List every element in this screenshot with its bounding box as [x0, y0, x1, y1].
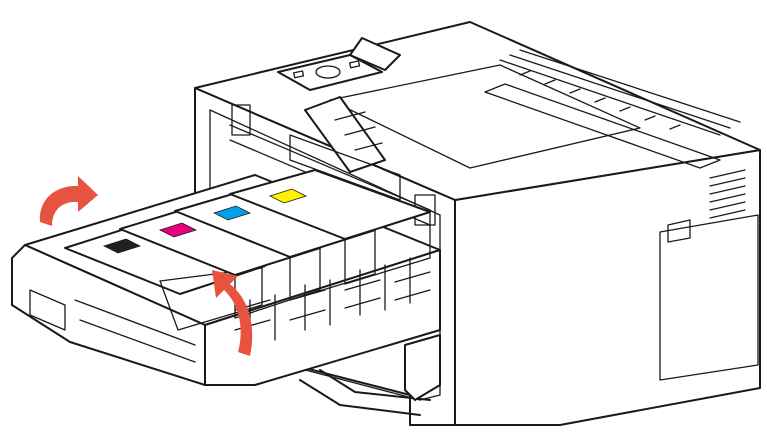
control-panel	[277, 54, 383, 91]
side-panel-latch	[667, 219, 691, 243]
curved-arrow-up-icon	[212, 270, 253, 356]
curved-arrow-right-icon	[39, 176, 98, 226]
cartridge-yellow	[229, 169, 431, 285]
roller-bar	[484, 83, 721, 169]
cartridge-color-tabs	[102, 188, 308, 254]
side-panel-outline	[659, 214, 759, 381]
control-button-a	[293, 70, 305, 79]
output-tray-recess	[329, 64, 641, 169]
roller-rail	[499, 49, 741, 136]
side-access-panel	[659, 214, 759, 381]
cartridge-grid	[234, 271, 431, 331]
vent-slots	[709, 169, 746, 219]
toner-tab-magenta	[158, 222, 198, 238]
rear-rollers	[484, 49, 741, 169]
drawer-arm	[404, 334, 441, 401]
roller-ribs	[519, 70, 681, 130]
control-panel-frame	[277, 54, 383, 91]
drawer-right-wall	[204, 249, 441, 386]
control-button-b	[349, 60, 361, 69]
toner-cartridges	[64, 169, 431, 346]
toner-tab-black	[102, 238, 142, 254]
toner-tab-yellow	[268, 188, 308, 204]
side-vent	[709, 169, 746, 219]
drawer-handle-lip	[74, 299, 196, 363]
output-tray	[304, 37, 641, 173]
drawer-handle-grip	[29, 289, 66, 331]
toner-tab-cyan	[212, 205, 252, 221]
cavity-bracket-left	[231, 104, 251, 136]
action-arrows	[39, 176, 253, 356]
paper-stop-tab	[349, 37, 401, 71]
paper-stop-groove	[334, 111, 383, 151]
drawer-rail-lower	[299, 369, 431, 416]
control-dial	[315, 65, 341, 79]
